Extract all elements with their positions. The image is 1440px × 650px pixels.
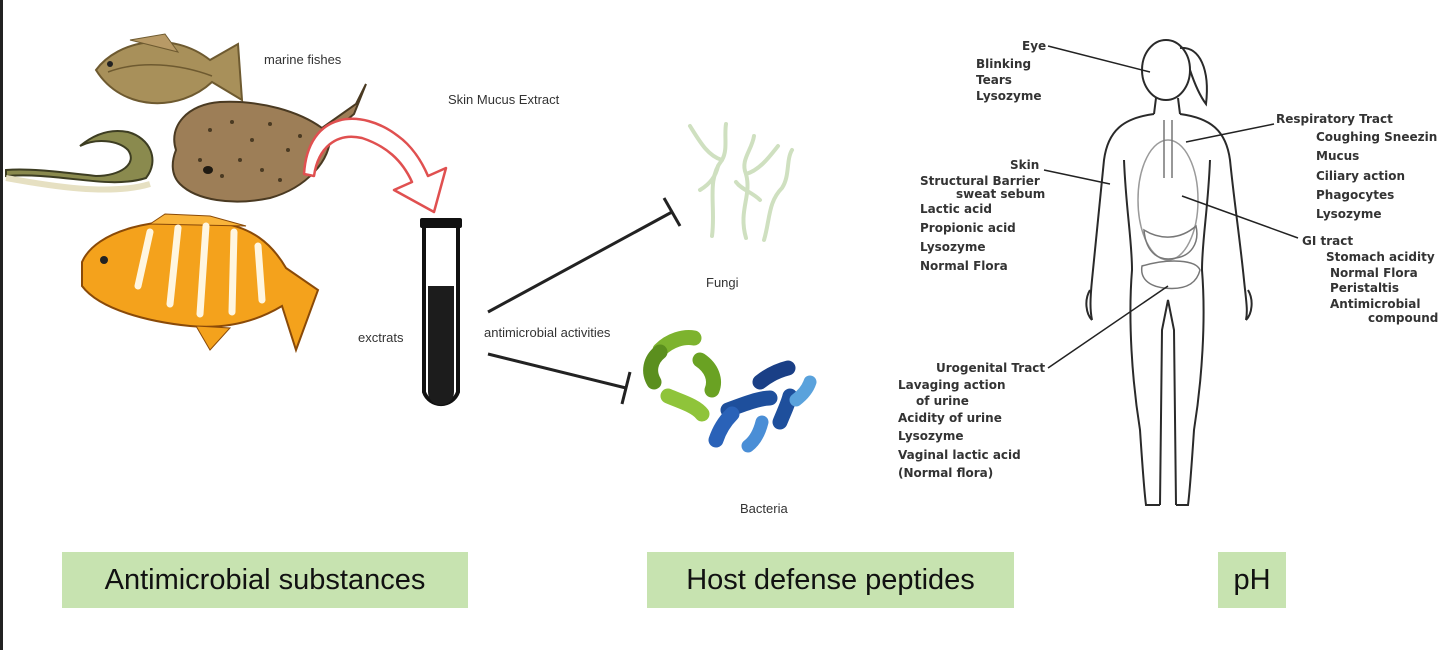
antimicrobial-activities-label: antimicrobial activities — [484, 325, 611, 340]
urogenital-title: Urogenital Tract — [936, 361, 1046, 375]
inhibit-bacteria-arrow — [487, 352, 632, 405]
respiratory-item: Phagocytes — [1316, 188, 1395, 202]
marine-fishes-label: marine fishes — [264, 52, 342, 67]
eye-item: Tears — [976, 73, 1012, 87]
caption-host-defense-peptides: Host defense peptides — [647, 552, 1014, 608]
human-body-icon — [1085, 39, 1253, 506]
eel-fish-icon — [5, 130, 154, 193]
eye-item: Blinking — [976, 57, 1032, 71]
curved-arrow-icon — [302, 117, 448, 214]
skin-item: Structural Barrier — [920, 174, 1040, 188]
skin-item: Lactic acid — [920, 202, 992, 216]
respiratory-item: Lysozyme — [1316, 207, 1382, 221]
skin-item: Normal Flora — [920, 259, 1008, 273]
eye-item: Lysozyme — [976, 89, 1042, 103]
left-border — [0, 0, 3, 650]
eye-title: Eye — [1022, 39, 1047, 53]
urogenital-item: of urine — [916, 394, 969, 408]
test-tube-icon — [420, 218, 462, 407]
caption-antimicrobial-substances: Antimicrobial substances — [62, 552, 468, 608]
fungi-icon — [688, 122, 794, 242]
urogenital-item: Lavaging action — [898, 378, 1006, 392]
skin-mucus-extract-label: Skin Mucus Extract — [448, 92, 560, 107]
skin-item: Lysozyme — [920, 240, 986, 254]
bacteria-label: Bacteria — [740, 501, 788, 516]
extracts-label: exctrats — [358, 330, 404, 345]
urogenital-item: (Normal flora) — [898, 466, 994, 480]
respiratory-title: Respiratory Tract — [1276, 112, 1393, 126]
respiratory-item: Mucus — [1316, 149, 1360, 163]
bacteria-icon — [643, 330, 817, 453]
gi-item: Normal Flora — [1330, 266, 1418, 280]
flounder-fish-icon — [94, 33, 244, 105]
respiratory-item: Coughing Sneezin — [1316, 130, 1438, 144]
skin-item: Propionic acid — [920, 221, 1016, 235]
gi-title: GI tract — [1302, 234, 1354, 248]
fungi-label: Fungi — [706, 275, 739, 290]
gi-item: Antimicrobial — [1330, 297, 1421, 311]
skin-item: sweat sebum — [956, 187, 1046, 201]
grouper-fish-icon — [81, 213, 320, 354]
caption-ph: pH — [1218, 552, 1286, 608]
inhibit-fungi-arrow — [487, 197, 682, 314]
gi-item: compound — [1368, 311, 1439, 325]
respiratory-item: Ciliary action — [1316, 169, 1406, 183]
urogenital-item: Acidity of urine — [898, 411, 1002, 425]
urogenital-item: Lysozyme — [898, 429, 964, 443]
gi-item: Peristaltis — [1330, 281, 1400, 295]
stingray-fish-icon — [171, 83, 367, 203]
leader-lines — [1043, 45, 1299, 369]
urogenital-item: Vaginal lactic acid — [898, 448, 1021, 462]
skin-title: Skin — [1010, 158, 1040, 172]
gi-item: Stomach acidity — [1326, 250, 1435, 264]
